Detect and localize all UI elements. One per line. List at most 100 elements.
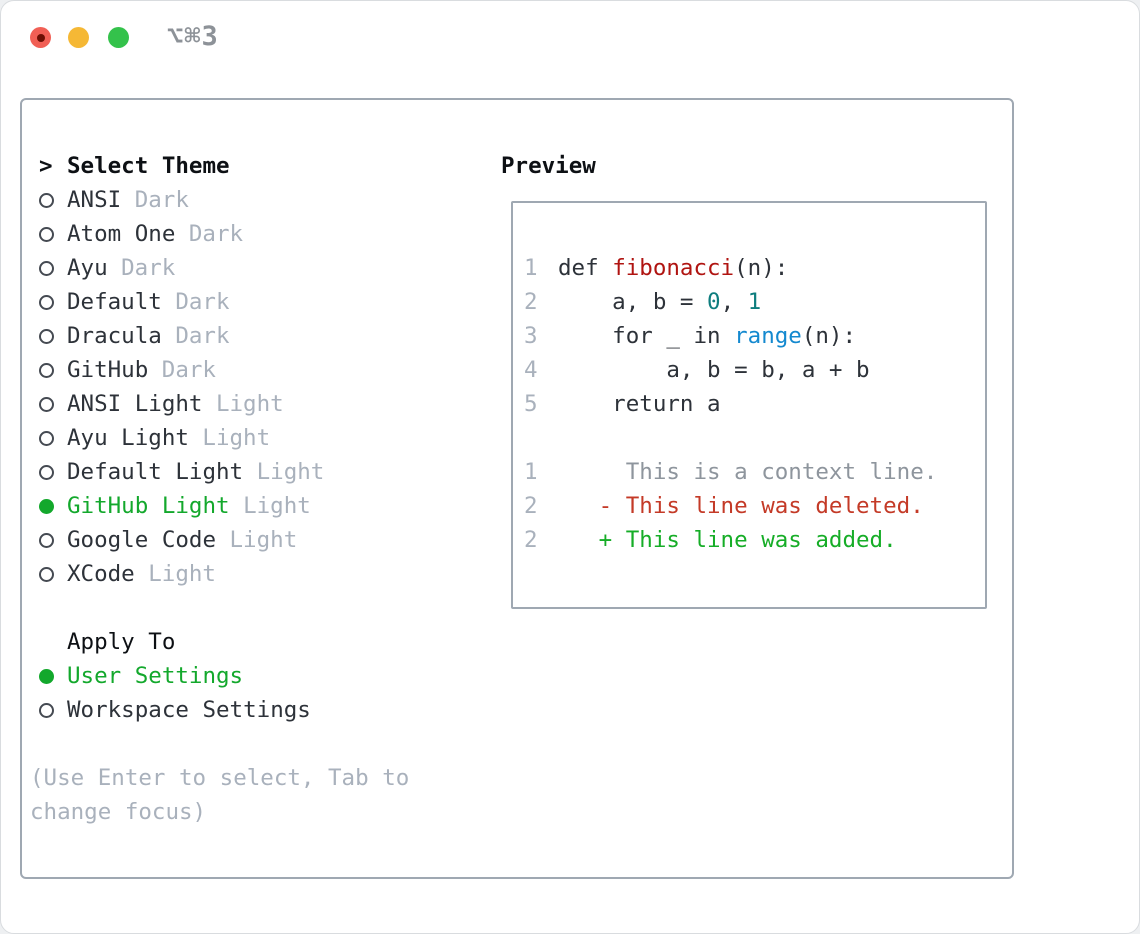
- code-segment: a, b =: [558, 289, 708, 315]
- focus-arrow-icon: >: [39, 153, 53, 179]
- radio-circle: [39, 192, 54, 208]
- code-segment: def: [558, 255, 613, 281]
- code-segment: 1: [747, 289, 762, 315]
- option-label: Default Light: [67, 459, 244, 485]
- apply-to-option[interactable]: Workspace Settings: [39, 693, 311, 727]
- option-label: Default: [67, 289, 162, 315]
- radio-circle: [39, 532, 54, 548]
- theme-variant-label: Dark: [134, 187, 189, 213]
- theme-variant-label: Dark: [175, 323, 230, 349]
- select-theme-title: Select Theme: [67, 153, 230, 179]
- radio-circle: [39, 226, 54, 242]
- code-segment: return a: [558, 391, 721, 417]
- apply-to-title: Apply To: [67, 629, 176, 655]
- radio-icon: [39, 362, 67, 378]
- code-line: [513, 421, 985, 455]
- theme-variant-label: Dark: [188, 221, 244, 247]
- radio-icon: [39, 532, 67, 548]
- close-button[interactable]: [30, 27, 51, 48]
- theme-item[interactable]: XCode Light: [39, 557, 324, 591]
- theme-item[interactable]: Default Dark: [39, 285, 324, 319]
- line-number: 1: [524, 459, 538, 485]
- theme-item[interactable]: Default Light Light: [39, 455, 324, 489]
- line-number: 2: [524, 493, 538, 519]
- select-theme-header: > Select Theme: [39, 149, 230, 183]
- code-line: 2 a, b = 0, 1: [513, 285, 985, 319]
- code-line: 1 This is a context line.: [513, 455, 985, 489]
- radio-circle: [39, 328, 54, 344]
- code-line: 4 a, b = b, a + b: [513, 353, 985, 387]
- code-segment: range: [734, 323, 802, 349]
- radio-circle: [39, 498, 54, 514]
- radio-icon: [39, 226, 67, 242]
- code-segment: 0: [707, 289, 721, 315]
- titlebar: ⌥⌘3: [1, 1, 1139, 76]
- radio-icon: [39, 464, 67, 480]
- radio-selected-icon: [39, 668, 67, 684]
- radio-circle: [39, 702, 54, 718]
- radio-icon: [39, 260, 67, 276]
- preview-title: Preview: [501, 153, 596, 179]
- radio-circle: [39, 464, 54, 480]
- theme-variant-label: Light: [148, 561, 216, 587]
- code-segment: + This line was added.: [558, 527, 897, 553]
- option-label: Ayu: [67, 255, 108, 281]
- theme-variant-label: Dark: [175, 289, 230, 315]
- radio-selected-icon: [39, 498, 67, 514]
- option-label: XCode: [67, 561, 135, 587]
- zoom-button[interactable]: [108, 27, 129, 48]
- theme-item[interactable]: ANSI Dark: [39, 183, 324, 217]
- radio-circle: [39, 396, 54, 412]
- window-title: ⌥⌘3: [167, 21, 219, 52]
- theme-item[interactable]: GitHub Dark: [39, 353, 324, 387]
- option-label: GitHub Light: [67, 493, 230, 519]
- radio-circle: [39, 566, 54, 582]
- radio-icon: [39, 396, 67, 412]
- code-segment: a, b = b, a + b: [558, 357, 870, 383]
- radio-circle: [39, 430, 54, 446]
- line-number: 3: [524, 323, 538, 349]
- option-label: GitHub: [67, 357, 149, 383]
- radio-circle: [39, 294, 54, 310]
- theme-variant-label: Dark: [121, 255, 176, 281]
- radio-icon: [39, 328, 67, 344]
- theme-variant-label: Light: [229, 527, 298, 553]
- radio-icon: [39, 192, 67, 208]
- code-line: 3 for _ in range(n):: [513, 319, 985, 353]
- option-label: User Settings: [67, 663, 244, 689]
- line-number: 1: [524, 255, 538, 281]
- keyboard-hint: (Use Enter to select, Tab to change focu…: [30, 765, 410, 825]
- minimize-button[interactable]: [68, 27, 89, 48]
- theme-item[interactable]: Ayu Dark: [39, 251, 324, 285]
- code-segment: This is a context line.: [558, 459, 938, 485]
- line-number: 4: [524, 357, 538, 383]
- option-label: ANSI: [67, 187, 122, 213]
- radio-icon: [39, 430, 67, 446]
- code-segment: ,: [720, 289, 748, 315]
- theme-item[interactable]: Atom One Dark: [39, 217, 324, 251]
- theme-variant-label: Dark: [161, 357, 216, 383]
- code-segment: for _ in: [558, 323, 735, 349]
- line-number: 2: [524, 527, 538, 553]
- radio-icon: [39, 294, 67, 310]
- radio-icon: [39, 566, 67, 582]
- option-label: Atom One: [67, 221, 176, 247]
- option-label: ANSI Light: [67, 391, 203, 417]
- apply-to-header: Apply To: [39, 625, 175, 659]
- code-line: 5 return a: [513, 387, 985, 421]
- theme-variant-label: Light: [202, 425, 271, 451]
- apply-to-option[interactable]: User Settings: [39, 659, 311, 693]
- code-line: 2 + This line was added.: [513, 523, 985, 557]
- theme-variant-label: Light: [256, 459, 325, 485]
